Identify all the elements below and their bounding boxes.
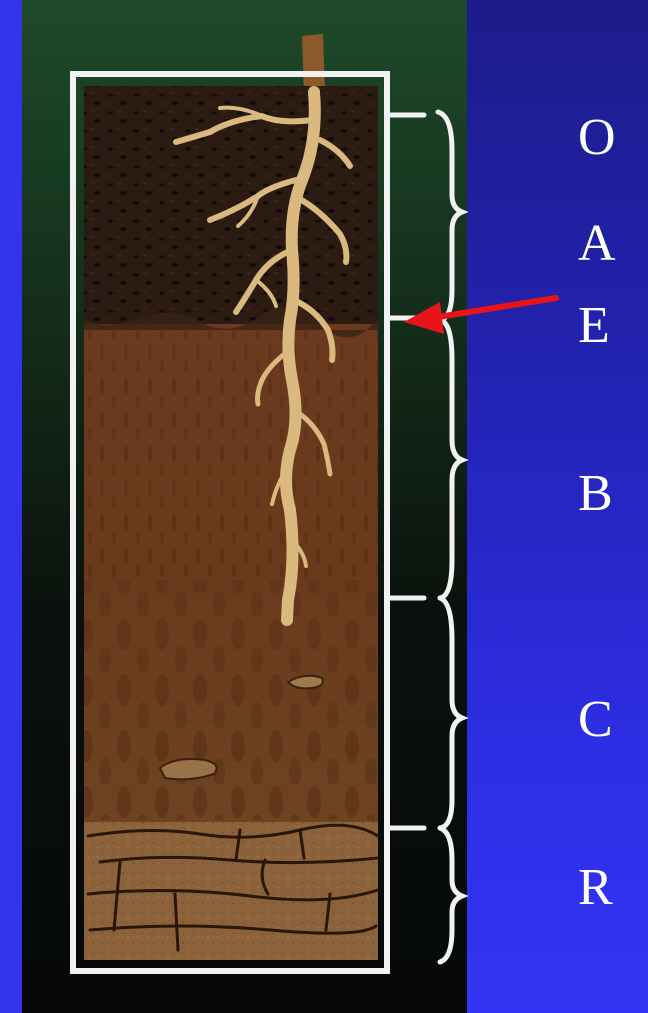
horizon-label-o: O (578, 112, 628, 164)
parent-material-blobs (84, 580, 378, 820)
subsoil-streaks (84, 330, 378, 580)
horizon-label-r: R (578, 862, 628, 914)
horizon-label-b: B (578, 468, 628, 520)
horizon-label-e: E (578, 300, 628, 352)
photo-left-edge (0, 0, 22, 1013)
horizon-label-a: A (578, 218, 628, 270)
horizon-label-c: C (578, 694, 628, 746)
rock-fragment (160, 759, 217, 779)
